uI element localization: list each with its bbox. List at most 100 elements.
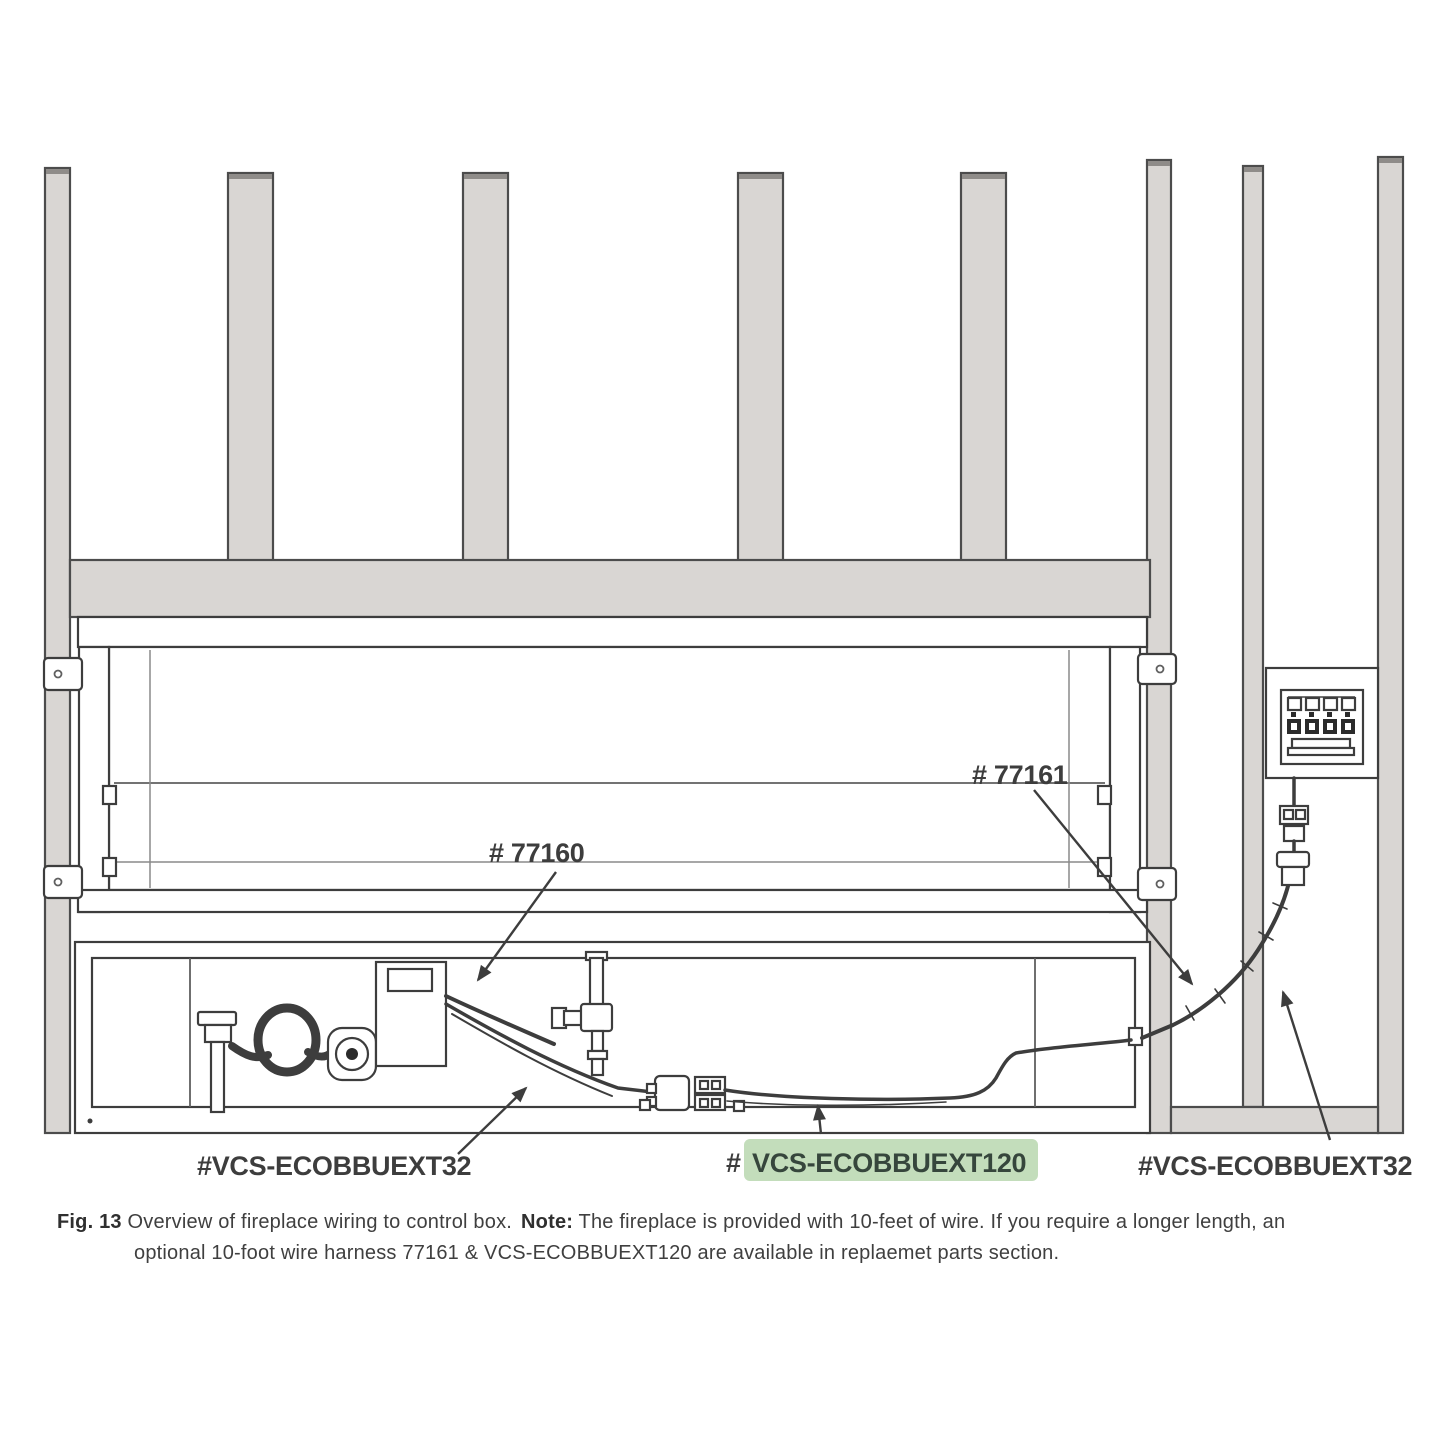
terminal bbox=[1286, 696, 1303, 712]
barrel-connector-body bbox=[1280, 865, 1306, 887]
wire-exit-notch bbox=[1127, 1026, 1144, 1047]
wire-corrugation-tick bbox=[1214, 988, 1226, 1004]
terminal bbox=[1322, 696, 1339, 712]
connector-pin bbox=[710, 1097, 722, 1109]
label-ext120-hash: # bbox=[726, 1148, 741, 1178]
t-fitting-pipe-lower bbox=[590, 1029, 605, 1053]
control-box-assembly bbox=[1264, 666, 1380, 887]
mounting-bracket bbox=[42, 656, 84, 692]
screw bbox=[87, 1118, 93, 1124]
label-77160: # 77160 bbox=[489, 838, 585, 868]
terminal-block-slot bbox=[1291, 723, 1297, 730]
wire-to-connector bbox=[444, 1002, 654, 1094]
stud-left bbox=[43, 166, 72, 1135]
label-ext120-highlight bbox=[744, 1139, 1038, 1181]
stud-top-cap bbox=[962, 174, 1005, 179]
t-fitting-stub bbox=[590, 1057, 605, 1077]
wire-ext120-second-lead bbox=[726, 1100, 947, 1107]
stud-top-cap bbox=[1148, 161, 1170, 166]
gas-train bbox=[196, 950, 614, 1114]
mounting-bracket bbox=[42, 864, 84, 900]
bracket-screw-hole bbox=[53, 669, 63, 679]
caption-line-2: optional 10-foot wire harness 77161 & VC… bbox=[134, 1242, 1060, 1264]
t-fitting-coupler bbox=[586, 1049, 609, 1061]
caption-line-1: Fig. 13 Overview of fireplace wiring to … bbox=[57, 1211, 1286, 1233]
firebox bbox=[107, 645, 1112, 892]
wire-ext120 bbox=[723, 1038, 1133, 1102]
terminal-base bbox=[1286, 746, 1356, 757]
wiring-harness bbox=[444, 884, 1290, 1113]
shutoff-valve-stem bbox=[346, 1048, 358, 1060]
fireplace-body bbox=[73, 615, 1152, 1135]
stud-top-cap bbox=[1379, 158, 1402, 163]
stud-top-cap bbox=[229, 174, 272, 179]
wire-corrugation-tick bbox=[1185, 1005, 1195, 1021]
fireplace-bottom-band bbox=[76, 888, 1149, 914]
connector-pin bbox=[698, 1079, 710, 1091]
leader-ext120 bbox=[813, 1104, 826, 1135]
terminal-dot bbox=[1327, 712, 1332, 717]
mounting-brackets bbox=[42, 652, 1178, 902]
bracket-screw-hole bbox=[1155, 879, 1165, 889]
leader-lines bbox=[457, 789, 1332, 1155]
note-label: Note: bbox=[521, 1211, 574, 1233]
leader-ext32-right bbox=[1281, 990, 1332, 1141]
lower-compartment-interior bbox=[90, 956, 1137, 1109]
wire-to-connector-2 bbox=[451, 1013, 613, 1097]
terminal-block-slot bbox=[1309, 723, 1315, 730]
stud-top-cap bbox=[46, 169, 69, 174]
terminal-bar bbox=[1290, 737, 1352, 750]
gas-inlet-fitting bbox=[196, 1010, 238, 1027]
stud-3 bbox=[461, 171, 510, 564]
stud-top-cap bbox=[1244, 167, 1262, 172]
terminal bbox=[1340, 696, 1357, 712]
wire-clamp bbox=[638, 1098, 652, 1112]
control-module-window bbox=[386, 967, 434, 993]
terminal-block-slot bbox=[1327, 723, 1333, 730]
leader-77161 bbox=[1033, 789, 1194, 986]
wire-connector-plug bbox=[653, 1074, 691, 1112]
stud-5 bbox=[959, 171, 1008, 564]
header-beam bbox=[68, 558, 1152, 619]
label-ext120: VCS-ECOBBUEXT120 bbox=[752, 1148, 1026, 1178]
plug-pin bbox=[1282, 808, 1295, 821]
label-ext32-left: #VCS-ECOBBUEXT32 bbox=[197, 1151, 471, 1181]
plug-pin bbox=[1294, 808, 1307, 821]
terminal-dot bbox=[1309, 712, 1314, 717]
nailing-flange-right bbox=[1108, 645, 1142, 914]
leader-ext32-left bbox=[457, 1086, 528, 1155]
stud-right-3 bbox=[1376, 155, 1405, 1135]
wire-corrugation-tick bbox=[1240, 960, 1254, 972]
flange-clip bbox=[1096, 856, 1113, 878]
wire-clamp bbox=[732, 1099, 746, 1113]
stud-4 bbox=[736, 171, 785, 564]
wire-corrugation-tick bbox=[1258, 931, 1274, 941]
t-fitting-body bbox=[579, 1002, 614, 1033]
flange-clip bbox=[1096, 784, 1113, 806]
t-fitting-pipe-upper bbox=[588, 956, 605, 1008]
leader-77160 bbox=[476, 871, 557, 982]
figure-caption: Fig. 13 Overview of fireplace wiring to … bbox=[57, 1207, 1407, 1269]
wire-77160 bbox=[444, 994, 556, 1046]
flex-connector-coil bbox=[253, 1003, 321, 1077]
gas-elbow bbox=[203, 1023, 233, 1044]
figure-number: Fig. 13 bbox=[57, 1211, 122, 1233]
connector-tab bbox=[645, 1082, 658, 1095]
flange-clip bbox=[101, 784, 118, 806]
flange-clip bbox=[101, 856, 118, 878]
stud-top-cap bbox=[464, 174, 507, 179]
inline-plug-mate bbox=[1282, 824, 1306, 843]
label-77161: # 77161 bbox=[972, 760, 1068, 790]
connector-pin bbox=[710, 1079, 722, 1091]
bottom-plate bbox=[1169, 1105, 1380, 1135]
bracket-screw-hole bbox=[53, 877, 63, 887]
fireplace-top-standoff bbox=[76, 615, 1149, 649]
terminal bbox=[1304, 696, 1321, 712]
terminal-dot bbox=[1345, 712, 1350, 717]
barrel-connector bbox=[1275, 850, 1311, 869]
stud-2 bbox=[226, 171, 275, 564]
gas-supply-pipe bbox=[209, 1040, 226, 1114]
wire-corrugation-tick bbox=[1272, 902, 1288, 910]
